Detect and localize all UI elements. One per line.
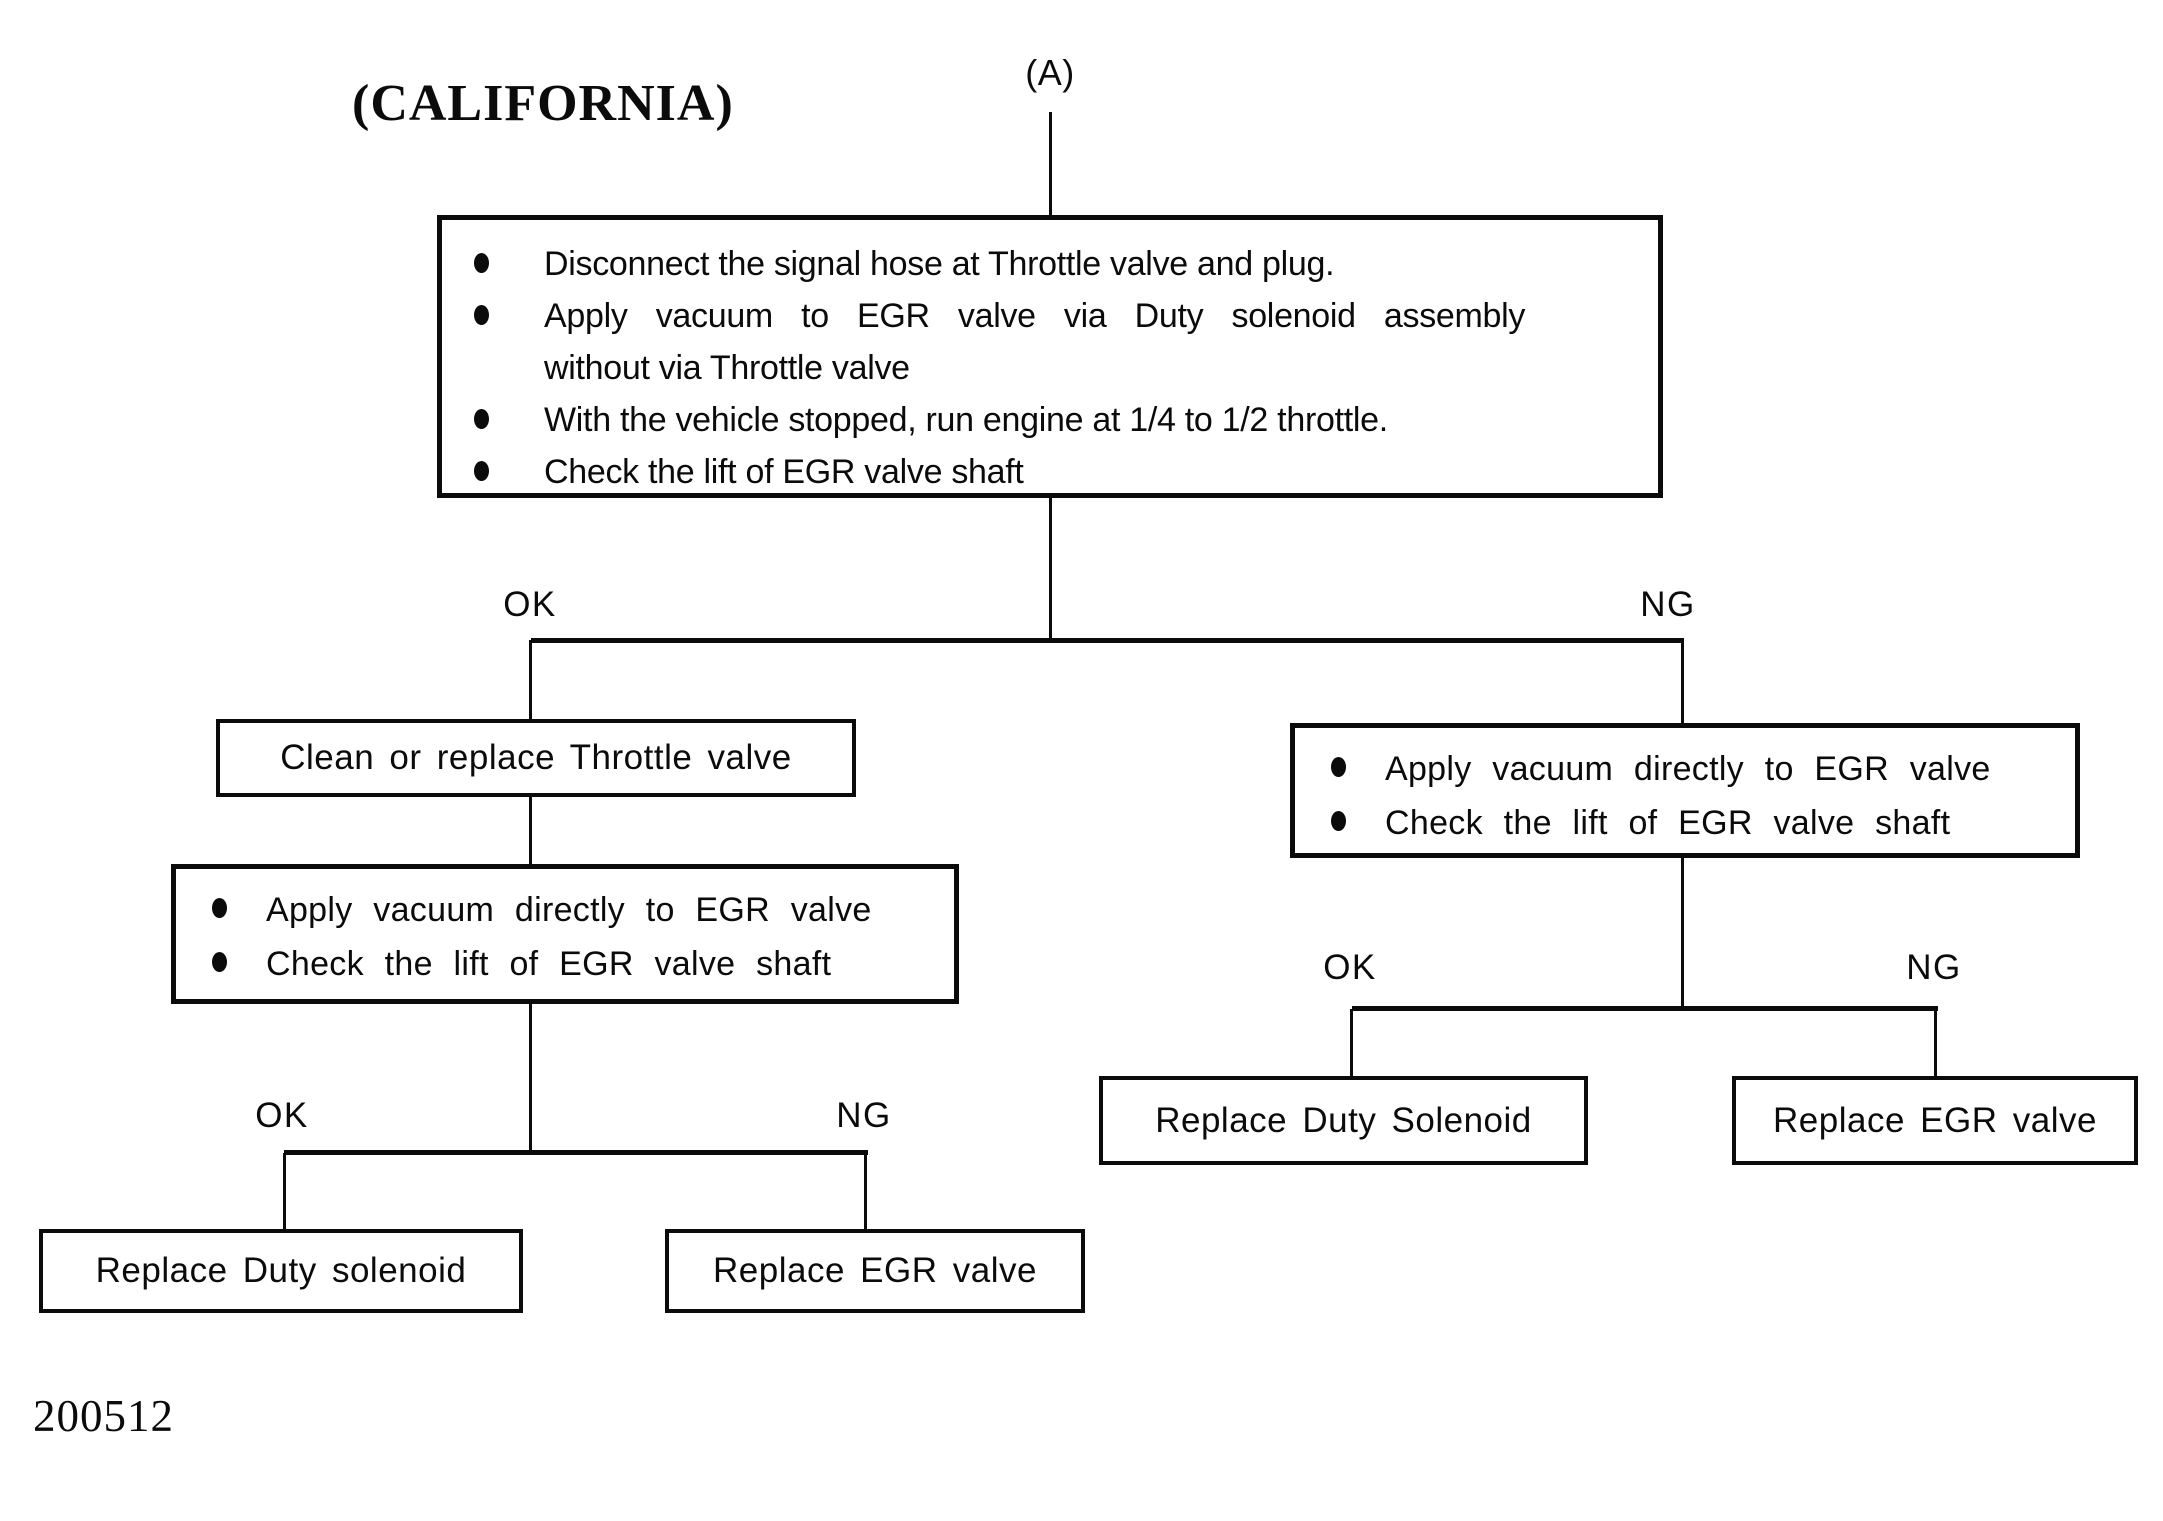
- ng-label-left-level2: NG: [836, 1096, 892, 1135]
- entry-connector-label: (A): [1025, 52, 1075, 93]
- root-step-text: With the vehicle stopped, run engine at …: [544, 401, 1388, 439]
- root-output-line: [1049, 498, 1052, 640]
- ng-right-result-drop-line: [1934, 1009, 1937, 1076]
- apply-vacuum-left-item: Apply vacuum directly to EGR valve: [176, 883, 954, 937]
- root-step-text: Disconnect the signal hose at Throttle v…: [544, 245, 1335, 283]
- replace-duty-solenoid-right-box: Replace Duty Solenoid: [1099, 1076, 1588, 1165]
- level1-rail-line: [531, 638, 1684, 643]
- ok-branch-step-line: [529, 797, 532, 864]
- ok-label-right-level2: OK: [1323, 948, 1377, 987]
- bullet-icon: [474, 305, 489, 325]
- replace-duty-solenoid-right-text: Replace Duty Solenoid: [1155, 1100, 1532, 1140]
- bullet-icon: [212, 898, 227, 918]
- apply-vacuum-left-text: Check the lift of EGR valve shaft: [266, 945, 832, 983]
- apply-vacuum-left-item: Check the lift of EGR valve shaft: [176, 937, 954, 991]
- root-step-text: Apply vacuum to EGR valve via Duty solen…: [544, 297, 1526, 335]
- replace-duty-solenoid-left-text: Replace Duty solenoid: [95, 1251, 467, 1290]
- region-label: (CALIFORNIA): [352, 75, 734, 132]
- replace-duty-solenoid-left-box: Replace Duty solenoid: [39, 1229, 523, 1313]
- ok-branch-rail-line: [284, 1150, 868, 1155]
- bullet-icon: [474, 253, 489, 273]
- apply-vacuum-right-box: Apply vacuum directly to EGR valve Check…: [1290, 723, 2080, 858]
- bullet-icon: [1331, 811, 1346, 831]
- root-step-box: Disconnect the signal hose at Throttle v…: [437, 215, 1663, 498]
- entry-connector-line: [1049, 112, 1052, 215]
- root-step-item: Disconnect the signal hose at Throttle v…: [472, 238, 1634, 290]
- root-step-item-continuation: without via Throttle valve: [472, 342, 1634, 394]
- root-step-item: Apply vacuum to EGR valve via Duty solen…: [472, 290, 1634, 342]
- apply-vacuum-right-text: Apply vacuum directly to EGR valve: [1385, 750, 1991, 788]
- apply-vacuum-right-item: Apply vacuum directly to EGR valve: [1295, 742, 2075, 796]
- ng-left-result-drop-line: [864, 1153, 867, 1229]
- ok-label-level1: OK: [503, 585, 557, 624]
- root-step-text-wrap: without via Throttle valve: [544, 349, 910, 387]
- root-step-text: Check the lift of EGR valve shaft: [544, 453, 1024, 491]
- ng-branch-rail-line: [1352, 1006, 1938, 1011]
- ng-label-right-level2: NG: [1906, 948, 1962, 987]
- replace-egr-valve-left-text: Replace EGR valve: [713, 1251, 1037, 1290]
- ng-label-level1: NG: [1640, 585, 1696, 624]
- clean-throttle-valve-box: Clean or replace Throttle valve: [216, 719, 856, 797]
- apply-vacuum-left-box: Apply vacuum directly to EGR valve Check…: [171, 864, 959, 1004]
- root-step-item: Check the lift of EGR valve shaft: [472, 446, 1634, 498]
- ok-branch-drop-line: [529, 640, 532, 719]
- bullet-icon: [474, 461, 489, 481]
- ok-branch-output-line: [529, 1004, 532, 1152]
- ng-branch-drop-line: [1681, 640, 1684, 723]
- replace-egr-valve-right-text: Replace EGR valve: [1773, 1100, 2097, 1140]
- bullet-icon: [474, 409, 489, 429]
- figure-number: 200512: [33, 1391, 174, 1441]
- replace-egr-valve-right-box: Replace EGR valve: [1732, 1076, 2138, 1165]
- ng-branch-output-line: [1681, 858, 1684, 1008]
- apply-vacuum-right-item: Check the lift of EGR valve shaft: [1295, 796, 2075, 850]
- apply-vacuum-left-text: Apply vacuum directly to EGR valve: [266, 891, 872, 929]
- root-step-item: With the vehicle stopped, run engine at …: [472, 394, 1634, 446]
- bullet-icon: [1331, 757, 1346, 777]
- ok-right-result-drop-line: [1350, 1009, 1353, 1076]
- clean-throttle-valve-text: Clean or replace Throttle valve: [280, 738, 792, 777]
- replace-egr-valve-left-box: Replace EGR valve: [665, 1229, 1085, 1313]
- apply-vacuum-right-text: Check the lift of EGR valve shaft: [1385, 804, 1951, 842]
- bullet-icon: [212, 952, 227, 972]
- ok-left-result-drop-line: [283, 1153, 286, 1229]
- ok-label-left-level2: OK: [255, 1096, 309, 1135]
